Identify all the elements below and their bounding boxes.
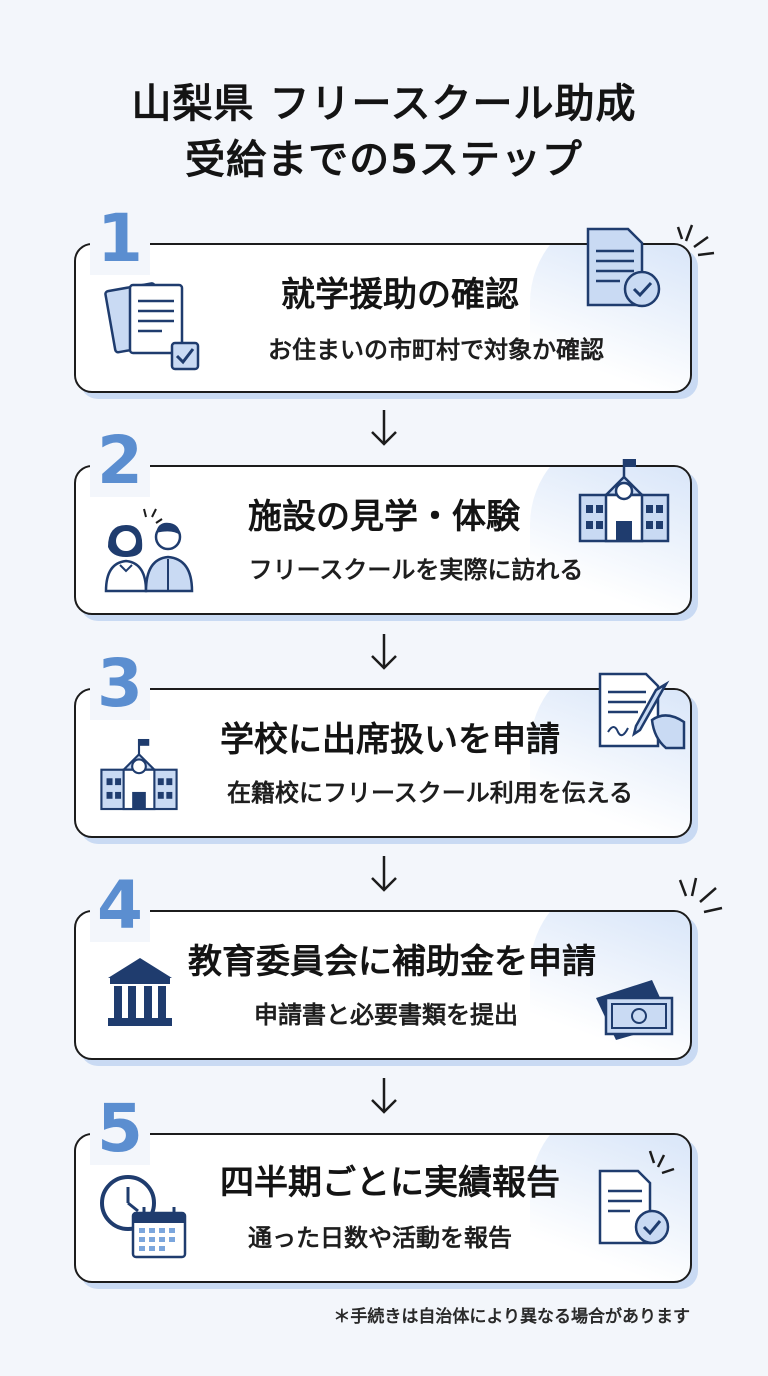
calendar-icon — [131, 1207, 187, 1259]
document-check-icon — [586, 224, 715, 308]
contract-signing-icon — [598, 672, 686, 750]
step-number: 2 — [90, 425, 150, 497]
step-title: 教育委員会に補助金を申請 — [188, 942, 596, 982]
money-envelope-icon — [596, 877, 723, 1040]
report-check-icon — [598, 1150, 675, 1245]
step-5: 5 四半期ごとに実績報告 通った日数や活動を報告 — [0, 1093, 768, 1293]
step-1: 1 就学援助の確認 お住まいの市町村で対象か確認 — [0, 203, 768, 403]
students-icon — [104, 508, 194, 593]
step-number: 4 — [90, 870, 150, 942]
step-title: 四半期ごとに実績報告 — [220, 1163, 560, 1203]
step-description: フリースクールを実際に訪れる — [248, 556, 584, 584]
step-title: 就学援助の確認 — [281, 275, 519, 315]
down-arrow-icon — [371, 856, 397, 892]
step-title: 学校に出席扱いを申請 — [220, 720, 560, 760]
school-building-icon — [578, 459, 670, 543]
step-number: 3 — [90, 648, 150, 720]
page-title-line1: 山梨県 フリースクール助成 — [131, 81, 637, 127]
step-description: 在籍校にフリースクール利用を伝える — [226, 779, 634, 807]
step-description: 通った日数や活動を報告 — [248, 1224, 512, 1252]
step-3: 3 学校に出席扱いを申請 在籍校にフリースクール利用を伝える — [0, 648, 768, 848]
step-number: 5 — [90, 1093, 150, 1165]
step-4: 4 教育委員会に補助金を申請 申請書と必要書類を提出 — [0, 870, 768, 1070]
government-building-icon — [108, 958, 172, 1026]
school-building-icon — [100, 738, 178, 811]
down-arrow-icon — [371, 634, 397, 670]
step-title: 施設の見学・体験 — [248, 497, 520, 537]
footnote: ＊手続きは自治体により異なる場合があります — [333, 1307, 690, 1327]
documents-check-icon — [104, 282, 200, 371]
page-title: 山梨県 フリースクール助成 受給までの5ステップ — [0, 76, 768, 188]
down-arrow-icon — [371, 1078, 397, 1114]
down-arrow-icon — [371, 410, 397, 446]
step-number: 1 — [90, 203, 150, 275]
step-card — [74, 688, 692, 838]
step-2: 2 施設の見学・体験 フリースクールを実際に訪れる — [0, 425, 768, 625]
step-description: 申請書と必要書類を提出 — [254, 1001, 518, 1029]
page-title-line2: 受給までの5ステップ — [185, 137, 583, 183]
step-description: お住まいの市町村で対象か確認 — [268, 336, 604, 364]
